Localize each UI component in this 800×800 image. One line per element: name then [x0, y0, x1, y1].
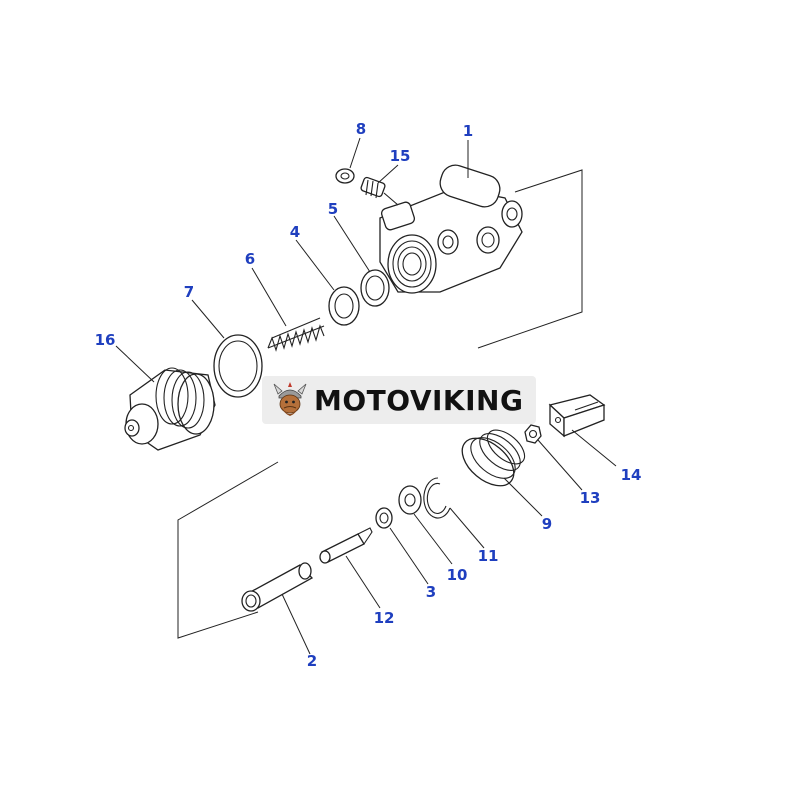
lower-frame: [177, 461, 279, 639]
callout-4: 4: [290, 223, 300, 241]
part-3-washer: [375, 507, 393, 529]
part-1-valve-body: [379, 164, 523, 294]
part-13-nut: [524, 424, 542, 444]
part-6-spring: [267, 317, 325, 352]
watermark: MOTOVIKING: [262, 376, 536, 424]
callout-16: 16: [95, 331, 116, 349]
callout-14: 14: [621, 466, 642, 484]
callout-10: 10: [447, 566, 468, 584]
callout-labels: 1 2 3 4 5 6 7 8 9 10 11 12 13 14 15 16: [95, 120, 642, 670]
callout-2: 2: [307, 652, 317, 670]
part-7-o-ring: [213, 334, 263, 398]
callout-6: 6: [245, 250, 255, 268]
part-10-washer: [398, 485, 422, 515]
callout-13: 13: [580, 489, 601, 507]
part-9-boot: [461, 429, 526, 487]
upper-frame: [477, 169, 583, 349]
callout-11: 11: [478, 547, 499, 565]
callout-8: 8: [356, 120, 366, 138]
leader-lines: [115, 137, 617, 655]
callout-1: 1: [463, 122, 473, 140]
part-15-fitting: [360, 176, 399, 206]
callout-5: 5: [328, 200, 338, 218]
part-14-clevis: [548, 394, 606, 438]
part-2-sleeve: [241, 562, 314, 612]
callout-9: 9: [542, 515, 552, 533]
part-11-snap-ring: [423, 477, 451, 519]
callout-7: 7: [184, 283, 194, 301]
callout-15: 15: [390, 147, 411, 165]
part-16-cap-plug: [124, 367, 216, 451]
callout-12: 12: [374, 609, 395, 627]
viking-mascot-icon: [273, 382, 307, 416]
part-5-washer: [360, 269, 390, 307]
part-4-ring: [328, 286, 360, 326]
callout-3: 3: [426, 583, 436, 601]
watermark-text: MOTOVIKING: [314, 383, 524, 417]
part-12-pin: [319, 527, 373, 564]
part-8-plug: [335, 168, 355, 184]
